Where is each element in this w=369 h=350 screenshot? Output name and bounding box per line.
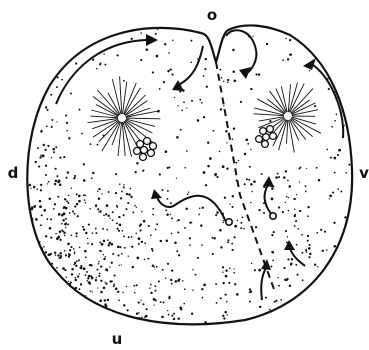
arrowhead-right-small [263,176,274,187]
arrow-top-right-hook [226,30,256,74]
left-chromosome-cluster [134,138,157,161]
arrowhead-center [151,189,162,199]
dashed-midline [216,62,275,292]
origin-marker-center [226,219,232,225]
arrowhead-top-right [239,67,251,79]
right-chromosome-cluster [256,126,277,148]
arrow-center-curve [157,196,226,222]
arrowhead-lower-right-up [261,259,271,270]
arrow-lower-right-up [261,268,266,300]
label-top: o [207,6,217,24]
origin-marker-right [270,213,276,219]
arrow-right-small-up [265,185,272,215]
origin-markers [226,213,276,225]
arrow-notch-left [176,46,203,86]
arrowhead-right-edge [303,58,316,70]
flow-arrows [56,30,343,300]
arrowhead-lower-right-hook [284,240,295,250]
arrowhead-top-left [146,34,158,46]
label-right: v [359,164,369,182]
label-left: d [8,164,19,182]
label-bottom: u [112,330,123,348]
